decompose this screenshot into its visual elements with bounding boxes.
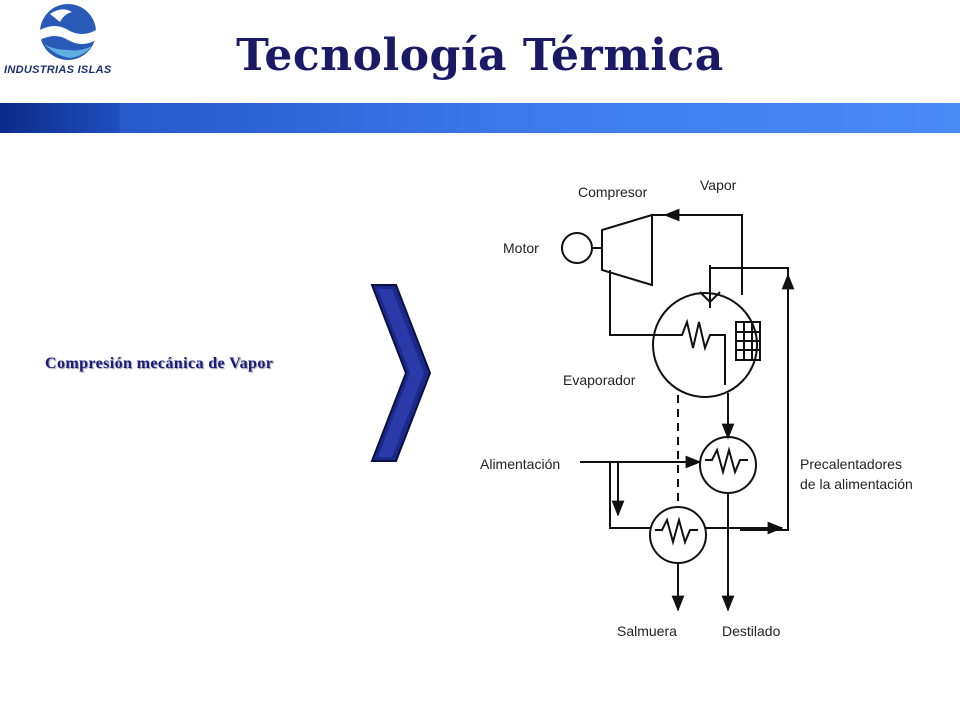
evaporator-symbol [652,292,758,398]
logo-emblem-icon [40,4,96,60]
mvc-process-diagram: Compresor Vapor Motor Evaporador Aliment… [480,177,913,639]
company-logo: INDUSTRIAS ISLAS [0,0,140,90]
chevron-bracket-icon [370,284,432,462]
label-precalentadores-2: de la alimentación [800,476,913,492]
label-vapor: Vapor [700,177,737,193]
label-evaporador: Evaporador [563,372,636,388]
label-alimentacion: Alimentación [480,456,560,472]
header-band [0,103,960,133]
preheater-upper-symbol [699,436,757,494]
motor-symbol [561,232,593,264]
preheater-lower-symbol [649,506,707,564]
label-compresor: Compresor [578,184,648,200]
logo-text: INDUSTRIAS ISLAS [4,64,112,76]
label-motor: Motor [503,240,539,256]
compressor-symbol [601,213,653,287]
label-precalentadores-1: Precalentadores [800,456,902,472]
topic-label: Compresión mecánica de Vapor [45,355,274,372]
header-band-accent [0,103,120,133]
label-destilado: Destilado [722,623,781,639]
page-title: Tecnología Térmica [236,30,724,81]
label-salmuera: Salmuera [617,623,677,639]
